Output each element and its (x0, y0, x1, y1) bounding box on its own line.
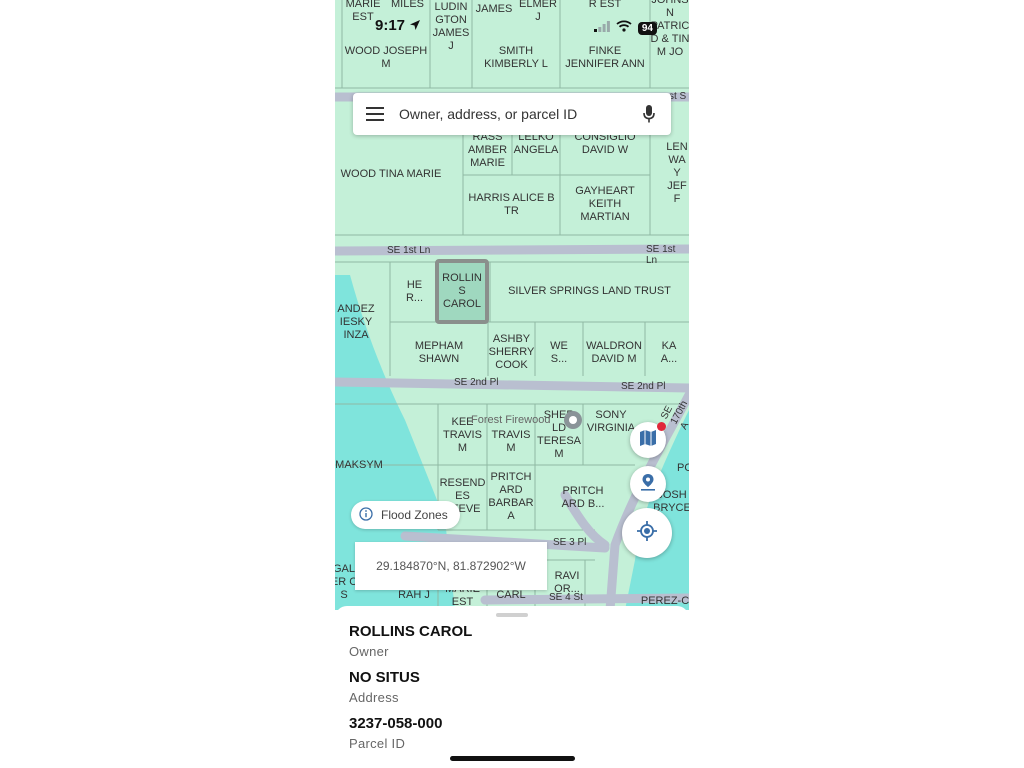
parcel-label[interactable]: SONY VIRGINIA (586, 409, 636, 434)
road-label: st S (669, 91, 687, 102)
parcel-label[interactable]: RAVI OR... (554, 570, 580, 595)
parcel-label[interactable]: MAKSYM (335, 459, 383, 471)
parcel-label[interactable]: HARRIS ALICE B TR (468, 192, 555, 217)
parcel-label[interactable]: PRITCH ARD B... (561, 485, 605, 510)
parcel-label[interactable]: KA A... (660, 340, 678, 365)
parcel-details-sheet[interactable]: ROLLINS CAROL Owner NO SITUS Address 323… (335, 606, 689, 768)
coordinates-readout: 29.184870°N, 81.872902°W (355, 542, 547, 590)
sheet-drag-handle[interactable] (496, 613, 528, 617)
home-indicator[interactable] (450, 756, 575, 761)
parcel-label[interactable]: WE S... (550, 340, 568, 365)
parcel-label[interactable]: MEPHAM SHAWN (414, 340, 464, 365)
parcel-label[interactable]: PEREZ-C (640, 595, 689, 607)
parcel-label[interactable]: SMITH KIMBERLY L (484, 45, 548, 70)
address-value: NO SITUS (349, 669, 420, 686)
road-label: SE 2nd Pl (621, 381, 666, 392)
selected-parcel-highlight[interactable] (435, 259, 489, 324)
owner-label: Owner (349, 644, 389, 659)
parcel-id-label: Parcel ID (349, 736, 406, 751)
notification-dot (657, 422, 666, 431)
parcel-label[interactable]: CARL (496, 589, 526, 601)
parcel-label[interactable]: SHER LD TERESA M (536, 409, 581, 460)
info-icon (359, 506, 373, 524)
parcel-label[interactable]: ELMER J (519, 0, 557, 23)
signal-icon (593, 19, 610, 37)
status-bar: 9:17 94 (335, 0, 689, 52)
parcel-label[interactable]: ASHBY SHERRY COOK (488, 333, 535, 371)
poi-marker-icon[interactable] (563, 410, 583, 435)
road-label: SE 1st Ln (387, 245, 431, 256)
selected-parcel-label[interactable]: ROLLIN S CAROL (442, 272, 482, 310)
parcel-label[interactable]: ANDEZ IESKY INZA (337, 303, 375, 341)
parcel-label[interactable]: FINKE JENNIFER ANN (565, 45, 645, 70)
parcel-label[interactable]: HE R... (405, 279, 424, 304)
parcel-label[interactable]: GAYHEART KEITH MARTIAN (575, 185, 635, 223)
parcel-label[interactable]: LEN WA Y JEF F (666, 141, 688, 205)
menu-icon[interactable] (353, 93, 397, 135)
parcel-label[interactable]: JOHNS N PATRIC D & TIN M JO (650, 0, 689, 58)
parcel-label[interactable]: RAH J (398, 589, 430, 601)
poi-label[interactable]: Forest Firewood (471, 414, 551, 426)
parcel-label[interactable]: LUDIN GTON JAMES J (432, 1, 470, 52)
parcel-label[interactable]: PRITCH ARD BARBAR A (488, 471, 534, 522)
parcel-map[interactable]: MARIE EST MILES LUDIN GTON JAMES J JAMES… (335, 0, 689, 610)
parcel-label[interactable]: WOOD TINA MARIE (340, 168, 442, 180)
pin-icon (640, 473, 656, 496)
parcel-label[interactable]: JOSH BRYCE (653, 489, 689, 514)
phone-screen: MARIE EST MILES LUDIN GTON JAMES J JAMES… (335, 0, 689, 768)
battery-indicator: 94 (637, 21, 657, 35)
search-input[interactable] (397, 105, 627, 123)
flood-zones-chip[interactable]: Flood Zones (351, 501, 460, 529)
parcel-label[interactable]: WOOD JOSEPH M (344, 45, 428, 70)
parcel-label[interactable]: RASS AMBER MARIE (467, 131, 508, 169)
parcel-label[interactable]: PO (677, 462, 689, 474)
road-label: SE 4 St (549, 592, 583, 603)
parcel-label[interactable]: JAMES (475, 3, 513, 15)
parcel-label[interactable]: WALDRON DAVID M (586, 340, 642, 365)
road-label: SE 2nd Pl (454, 377, 499, 388)
navigation-arrow-icon (409, 18, 421, 35)
wifi-icon (616, 19, 632, 37)
owner-value: ROLLINS CAROL (349, 623, 473, 640)
parcel-boundaries (335, 0, 689, 610)
parcel-label[interactable]: MARIE EST (345, 0, 381, 23)
parcel-label[interactable]: GAL ER C S (335, 563, 358, 601)
address-label: Address (349, 690, 399, 705)
status-icons: 94 (593, 19, 657, 37)
locate-me-button[interactable] (622, 508, 672, 558)
parcel-label[interactable]: MILES (390, 0, 424, 10)
search-bar (353, 93, 671, 135)
drop-pin-button[interactable] (630, 466, 666, 502)
parcel-label[interactable]: TRAVIS M (491, 429, 531, 454)
parcel-label[interactable]: SILVER SPRINGS LAND TRUST (508, 285, 671, 297)
parcel-label[interactable]: KEE TRAVIS M (443, 416, 482, 454)
flood-zones-label: Flood Zones (381, 508, 448, 522)
road-label: SE 3 Pl (553, 537, 587, 548)
parcel-id-value: 3237-058-000 (349, 715, 443, 732)
map-icon (639, 429, 657, 452)
microphone-icon[interactable] (627, 93, 671, 135)
locate-icon (636, 520, 658, 547)
status-time: 9:17 (375, 17, 421, 35)
road-label: SE 1st Ln (646, 244, 676, 266)
parcel-label[interactable]: R EST (588, 0, 622, 10)
coordinates-text: 29.184870°N, 81.872902°W (376, 559, 526, 573)
